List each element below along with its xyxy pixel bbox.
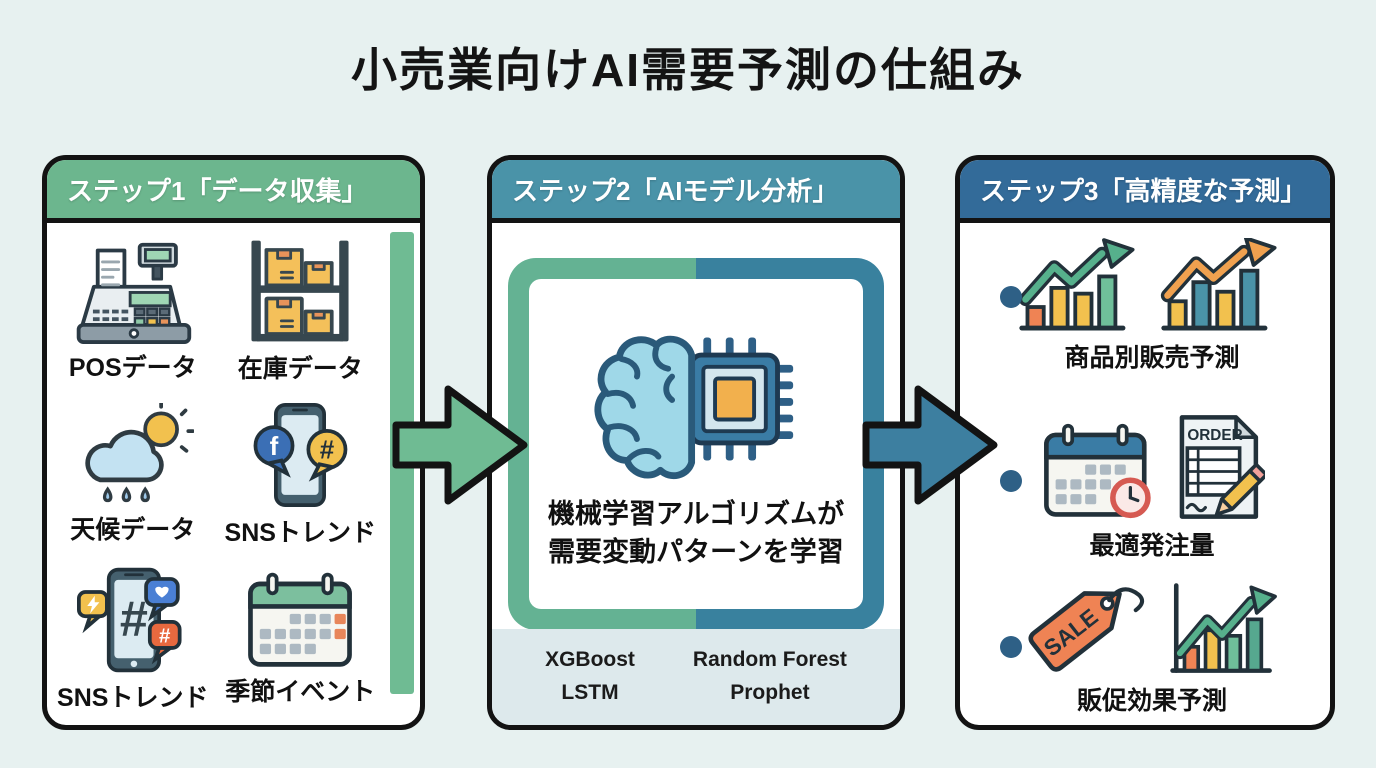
item-label: 天候データ: [70, 515, 196, 544]
facebook-glyph: f: [270, 431, 279, 461]
list-item: 天候データ: [70, 402, 196, 546]
item-label: 季節イベント: [225, 678, 376, 707]
step1-header: ステップ1「データ収集」: [47, 160, 420, 223]
item-label: 販促効果予測: [1076, 687, 1227, 715]
algorithm-name: Random Forest: [692, 648, 847, 672]
step2-content: 機械学習アルゴリズムが 需要変動パターンを学習: [529, 279, 863, 609]
hashtag-glyph: #: [120, 590, 148, 647]
list-item: 季節イベント: [225, 569, 375, 708]
flow-arrow-step1-to-step2: [392, 385, 528, 505]
algorithm-column: Random Forest Prophet: [693, 644, 847, 709]
calendar-clock-and-order-icon: ORDER: [1039, 412, 1265, 522]
step1-items-grid: POSデータ: [49, 228, 384, 721]
list-item: f # SNSトレンド: [225, 399, 376, 549]
item-label: 商品別販売予測: [1064, 344, 1240, 372]
item-label: POSデータ: [68, 353, 197, 382]
algorithm-name: Prophet: [730, 681, 810, 704]
brain-chip-icon: [593, 316, 799, 482]
item-label: 最適発注量: [1089, 532, 1215, 560]
phone-social-icon: f #: [248, 399, 352, 511]
bullet-icon: [1000, 636, 1022, 658]
list-item: #: [57, 564, 208, 714]
algorithm-name: XGBoost: [545, 648, 635, 672]
page-title: 小売業向けAI需要予測の仕組み: [351, 44, 1025, 96]
sales-forecast-charts-icon: [1016, 238, 1288, 334]
step2-panel: ステップ2「AIモデル分析」: [487, 155, 905, 730]
sale-tag-icon: SALE: [1028, 587, 1145, 672]
calendar-clock-icon: [1044, 423, 1151, 519]
bullet-icon: [1000, 470, 1022, 492]
algorithm-column: XGBoost LSTM: [545, 644, 635, 709]
list-item: POSデータ: [69, 237, 197, 384]
calendar-icon: [243, 569, 357, 670]
algorithm-name: LSTM: [561, 681, 619, 704]
weather-icon: [72, 402, 194, 508]
list-item: ORDER 最適: [984, 412, 1320, 562]
bar-chart-green-arrow-icon: [1018, 238, 1135, 331]
algorithms-strip: XGBoost LSTM Random Forest Prophet: [492, 629, 900, 725]
order-document-icon: ORDER: [1179, 415, 1265, 519]
promo-bar-chart-icon: [1170, 583, 1277, 673]
cash-register-icon: [71, 237, 195, 346]
hashtag-glyph: #: [320, 435, 335, 465]
step2-description: 機械学習アルゴリズムが 需要変動パターンを学習: [548, 496, 844, 572]
order-label: ORDER: [1187, 427, 1242, 444]
item-label: SNSトレンド: [57, 683, 209, 712]
step1-panel: ステップ1「データ収集」: [42, 155, 425, 730]
item-label: 在庫データ: [237, 355, 363, 384]
hashtag-glyph: #: [159, 624, 171, 647]
inventory-shelf-icon: [244, 235, 356, 347]
list-item: 商品別販売予測: [984, 238, 1320, 374]
step3-panel: ステップ3「高精度な予測」: [955, 155, 1335, 730]
list-item: 在庫データ: [238, 235, 363, 385]
bullet-icon: [1000, 286, 1022, 308]
item-label: SNSトレンド: [224, 519, 376, 548]
phone-hashtag-icon: #: [76, 564, 189, 676]
description-line: 需要変動パターンを学習: [548, 537, 844, 567]
description-line: 機械学習アルゴリズムが: [547, 499, 845, 530]
step2-header: ステップ2「AIモデル分析」: [492, 160, 900, 223]
sale-tag-and-chart-icon: SALE: [1027, 578, 1277, 677]
step2-gradient-frame: 機械学習アルゴリズムが 需要変動パターンを学習: [508, 258, 884, 630]
list-item: SALE 販促効果: [984, 578, 1320, 717]
flow-arrow-step2-to-step3: [862, 385, 998, 505]
step3-header: ステップ3「高精度な予測」: [960, 160, 1330, 223]
bar-chart-orange-arrow-icon: [1160, 238, 1277, 331]
